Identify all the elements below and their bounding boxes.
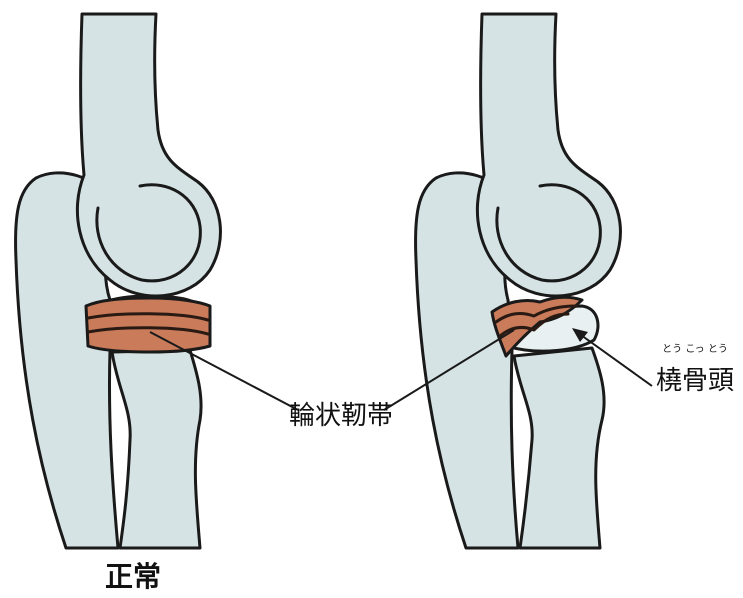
- ligament-label: 輪状靭帯: [289, 401, 393, 431]
- normal-annular-ligament: [86, 298, 210, 352]
- subluxated-elbow: [416, 14, 621, 548]
- normal-elbow: [16, 14, 221, 548]
- normal-humerus: [77, 14, 220, 296]
- normal-label: 正常: [105, 560, 161, 593]
- normal-radius: [112, 350, 201, 548]
- radial-head-ruby: とう こっ とう: [662, 343, 728, 355]
- subluxated-radius: [514, 348, 604, 548]
- subluxated-humerus: [477, 14, 620, 296]
- radial-head-label: 橈骨頭: [656, 366, 734, 396]
